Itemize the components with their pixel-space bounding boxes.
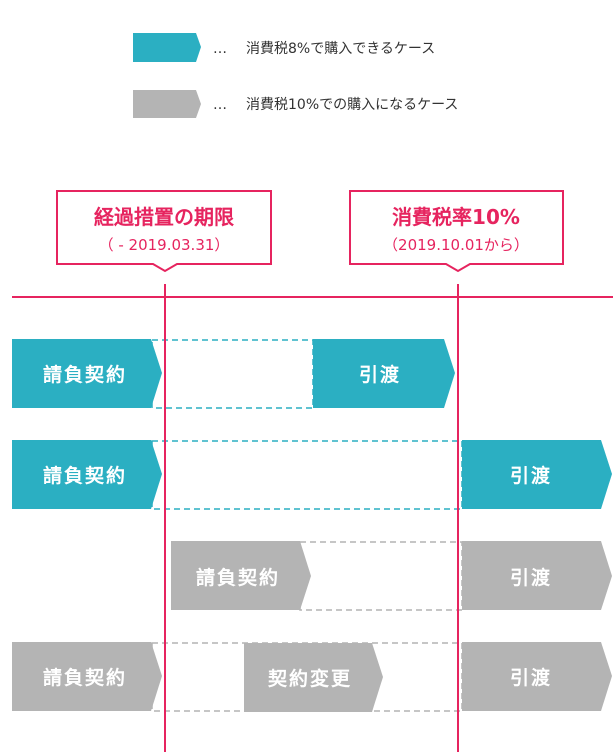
- step-label: 請負契約: [196, 566, 280, 589]
- step-label: 請負契約: [43, 666, 127, 689]
- step-delivery: [462, 541, 612, 610]
- step-label: 引渡: [359, 363, 401, 386]
- step-delivery: [462, 440, 612, 509]
- case-row: 請負契約 契約変更 引渡: [12, 642, 612, 712]
- step-label: 引渡: [510, 464, 552, 487]
- callout-tax-rate-10: 消費税率10% （2019.10.01から）: [349, 190, 564, 273]
- step-label: 請負契約: [43, 363, 127, 386]
- step-contract-change: [244, 643, 383, 712]
- step-delivery: [313, 339, 455, 408]
- waiting-period: [299, 541, 463, 611]
- step-label: 請負契約: [43, 464, 127, 487]
- step-contract: [12, 339, 162, 408]
- callout-title: 経過措置の期限: [94, 205, 234, 229]
- case-row: 請負契約 引渡: [171, 541, 612, 611]
- callout-transition-deadline: 経過措置の期限 （ - 2019.03.31）: [56, 190, 272, 273]
- callout-subtitle: （ - 2019.03.31）: [99, 236, 230, 254]
- legend-label: 消費税10%での購入になるケース: [246, 97, 458, 113]
- case-row: 請負契約 引渡: [12, 339, 455, 409]
- step-contract: [12, 642, 162, 711]
- waiting-period: [151, 339, 314, 409]
- legend-item-8-percent: … 消費税8%で購入できるケース: [133, 33, 435, 62]
- step-label: 引渡: [510, 566, 552, 589]
- legend-item-10-percent: … 消費税10%での購入になるケース: [133, 90, 458, 118]
- legend-swatch-teal: [133, 33, 201, 62]
- callout-title: 消費税率10%: [392, 205, 520, 229]
- callout-subtitle: （2019.10.01から）: [383, 236, 529, 254]
- step-delivery: [462, 642, 612, 711]
- waiting-period: [151, 440, 463, 510]
- step-contract: [171, 541, 311, 610]
- legend-dots: …: [213, 97, 227, 113]
- legend-label: 消費税8%で購入できるケース: [246, 41, 435, 57]
- step-label: 契約変更: [267, 667, 352, 690]
- legend-dots: …: [213, 41, 227, 57]
- step-label: 引渡: [510, 666, 552, 689]
- case-row: 請負契約 引渡: [12, 440, 612, 510]
- step-contract: [12, 440, 162, 509]
- legend-swatch-grey: [133, 90, 201, 118]
